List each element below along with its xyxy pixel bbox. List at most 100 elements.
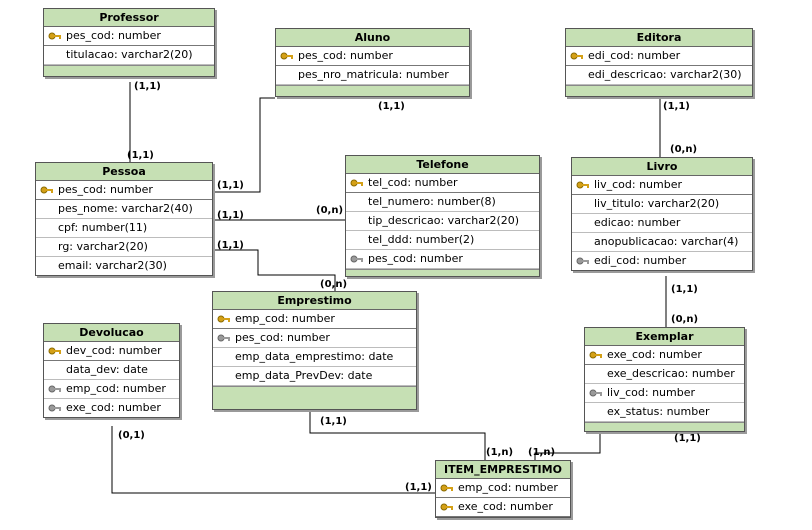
attribute-row[interactable]: emp_data_emprestimo: date [213, 348, 416, 367]
cardinality-label: (1,n) [486, 447, 514, 458]
attribute-row[interactable]: titulacao: varchar2(20) [44, 46, 214, 65]
attribute-row[interactable]: pes_cod: number [44, 27, 214, 46]
cardinality-label: (0,n) [316, 205, 344, 216]
primary-key-icon [440, 484, 453, 492]
entity-exemplar[interactable]: Exemplar exe_cod: number exe_descricao: … [584, 327, 745, 432]
attribute-row[interactable]: exe_cod: number [44, 399, 179, 417]
attribute-row[interactable]: anopublicacao: varchar(4) [572, 233, 752, 252]
attribute-row[interactable]: tel_cod: number [346, 174, 539, 193]
attribute-row[interactable]: pes_cod: number [346, 250, 539, 269]
cardinality-label: (1,1) [674, 433, 701, 444]
entity-emprestimo[interactable]: Emprestimo emp_cod: number pes_cod: numb… [212, 291, 417, 410]
attribute-text: liv_cod: number [594, 178, 683, 191]
entity-telefone[interactable]: Telefone tel_cod: number tel_numero: num… [345, 155, 540, 277]
entity-aluno-title: Aluno [276, 29, 469, 47]
entity-item-emprestimo-title: ITEM_EMPRESTIMO [436, 461, 570, 479]
attribute-row[interactable]: edi_cod: number [572, 252, 752, 270]
attribute-row[interactable]: emp_cod: number [436, 479, 570, 498]
primary-key-icon [217, 315, 230, 323]
attribute-text: pes_nome: varchar2(40) [58, 202, 193, 215]
entity-devolucao[interactable]: Devolucao dev_cod: number data_dev: date… [43, 323, 180, 418]
primary-key-icon [440, 503, 453, 511]
cardinality-label: (1,1) [217, 240, 244, 251]
attribute-row[interactable]: email: varchar2(30) [36, 257, 212, 275]
attribute-row[interactable]: liv_cod: number [572, 176, 752, 195]
attribute-text: pes_cod: number [235, 331, 330, 344]
cardinality-label: (1,1) [217, 210, 244, 221]
attribute-text: edicao: number [594, 216, 681, 229]
cardinality-label: (0,n) [320, 279, 348, 290]
link-pessoa-emprestimo [212, 249, 336, 291]
attribute-row[interactable]: liv_cod: number [585, 384, 744, 403]
primary-key-icon [570, 52, 583, 60]
link-aluno-pessoa [212, 97, 275, 193]
attribute-text: exe_cod: number [66, 401, 161, 414]
attribute-text: tel_ddd: number(2) [368, 233, 475, 246]
attribute-row[interactable]: tel_ddd: number(2) [346, 231, 539, 250]
attribute-text: rg: varchar2(20) [58, 240, 148, 253]
cardinality-label: (1,1) [663, 101, 690, 112]
attribute-row[interactable]: emp_data_PrevDev: date [213, 367, 416, 386]
cardinality-label: (0,1) [118, 430, 145, 441]
attribute-text: tel_numero: number(8) [368, 195, 496, 208]
primary-key-icon [48, 347, 61, 355]
attribute-row[interactable]: tip_descricao: varchar2(20) [346, 212, 539, 231]
attribute-row[interactable]: emp_cod: number [213, 310, 416, 329]
attribute-row[interactable]: edicao: number [572, 214, 752, 233]
attribute-row[interactable]: tel_numero: number(8) [346, 193, 539, 212]
attribute-row[interactable]: emp_cod: number [44, 380, 179, 399]
attribute-text: emp_data_emprestimo: date [235, 350, 394, 363]
attribute-text: emp_cod: number [235, 312, 335, 325]
attribute-row[interactable]: pes_cod: number [36, 181, 212, 200]
attribute-text: liv_cod: number [607, 386, 696, 399]
attribute-text: exe_cod: number [607, 348, 702, 361]
attribute-row[interactable]: edi_cod: number [566, 47, 752, 66]
primary-key-icon [350, 179, 363, 187]
attribute-row[interactable]: edi_descricao: varchar2(30) [566, 66, 752, 85]
entity-emprestimo-title: Emprestimo [213, 292, 416, 310]
attribute-row[interactable]: ex_status: number [585, 403, 744, 422]
attribute-row[interactable]: pes_cod: number [276, 47, 469, 66]
entity-editora[interactable]: Editora edi_cod: number edi_descricao: v… [565, 28, 753, 97]
entity-footer [585, 422, 744, 431]
attribute-row[interactable]: liv_titulo: varchar2(20) [572, 195, 752, 214]
attribute-text: pes_cod: number [58, 183, 153, 196]
attribute-row[interactable]: dev_cod: number [44, 342, 179, 361]
attribute-text: pes_cod: number [298, 49, 393, 62]
entity-professor[interactable]: Professor pes_cod: number titulacao: var… [43, 8, 215, 77]
entity-footer [213, 386, 416, 409]
cardinality-label: (1,1) [405, 482, 432, 493]
foreign-key-icon [589, 389, 602, 397]
attribute-text: ex_status: number [607, 405, 710, 418]
entity-livro[interactable]: Livro liv_cod: number liv_titulo: varcha… [571, 157, 753, 271]
attribute-row[interactable]: pes_cod: number [213, 329, 416, 348]
primary-key-icon [576, 181, 589, 189]
attribute-text: emp_data_PrevDev: date [235, 369, 373, 382]
attribute-row[interactable]: exe_cod: number [585, 346, 744, 365]
foreign-key-icon [217, 334, 230, 342]
attribute-row[interactable]: data_dev: date [44, 361, 179, 380]
entity-item-emprestimo[interactable]: ITEM_EMPRESTIMO emp_cod: number exe_cod:… [435, 460, 571, 518]
attribute-row[interactable]: exe_cod: number [436, 498, 570, 517]
foreign-key-icon [576, 257, 589, 265]
entity-devolucao-title: Devolucao [44, 324, 179, 342]
cardinality-label: (1,1) [320, 416, 347, 427]
entity-footer [44, 65, 214, 76]
entity-pessoa[interactable]: Pessoa pes_cod: number pes_nome: varchar… [35, 162, 213, 276]
entity-pessoa-title: Pessoa [36, 163, 212, 181]
attribute-row[interactable]: rg: varchar2(20) [36, 238, 212, 257]
attribute-row[interactable]: pes_nro_matricula: number [276, 66, 469, 85]
link-emprestimo-item [309, 410, 486, 460]
attribute-text: emp_cod: number [66, 382, 166, 395]
cardinality-label: (1,1) [217, 180, 244, 191]
entity-aluno[interactable]: Aluno pes_cod: number pes_nro_matricula:… [275, 28, 470, 97]
attribute-row[interactable]: cpf: number(11) [36, 219, 212, 238]
entity-livro-title: Livro [572, 158, 752, 176]
entity-footer [276, 85, 469, 96]
attribute-row[interactable]: exe_descricao: number [585, 365, 744, 384]
attribute-text: exe_cod: number [458, 500, 553, 513]
attribute-row[interactable]: pes_nome: varchar2(40) [36, 200, 212, 219]
cardinality-label: (1,1) [671, 284, 698, 295]
